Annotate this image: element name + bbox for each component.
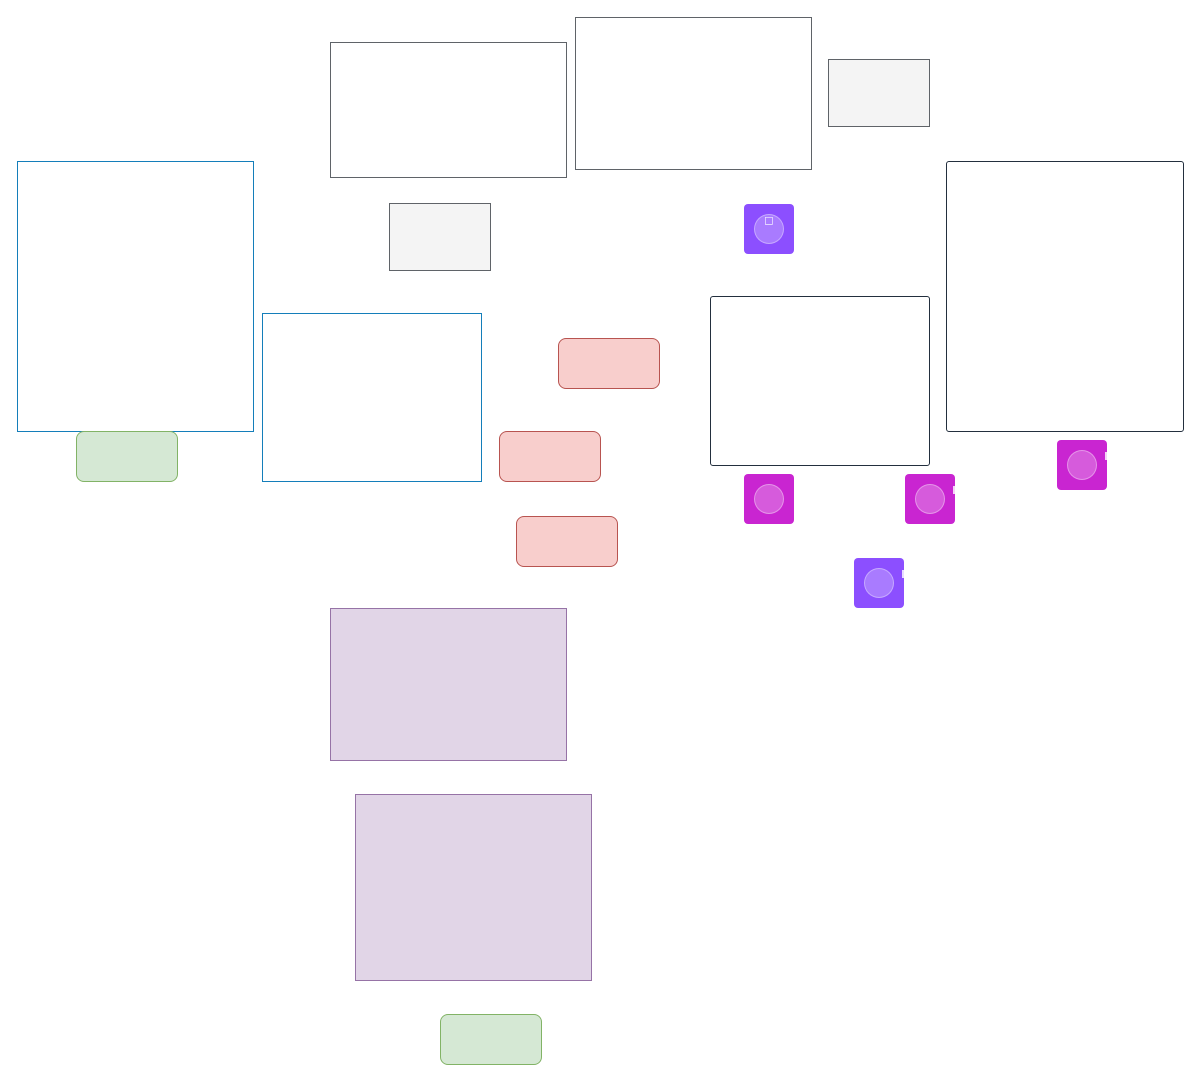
group-frame-top-middle	[575, 17, 812, 170]
group-frame-blue-left	[17, 161, 254, 432]
network-service-icon: ◻	[744, 204, 794, 254]
red-box-1	[558, 338, 660, 389]
group-frame-dark-middle	[710, 296, 930, 466]
management-service-icon	[744, 474, 794, 524]
group-frame-dark-right	[946, 161, 1184, 432]
red-box-2	[499, 431, 601, 482]
management-service-icon	[905, 474, 956, 524]
purple-box-upper	[330, 608, 567, 761]
green-box-bottom	[440, 1014, 542, 1065]
red-box-3	[516, 516, 618, 567]
network-service-icon	[854, 558, 905, 608]
light-box-middle	[389, 203, 491, 271]
purple-box-lower	[355, 794, 592, 981]
group-frame-top-left	[330, 42, 567, 178]
light-box-top-right	[828, 59, 930, 127]
management-service-icon	[1057, 440, 1108, 490]
group-frame-blue-lower	[262, 313, 482, 482]
green-box-left	[76, 431, 178, 482]
